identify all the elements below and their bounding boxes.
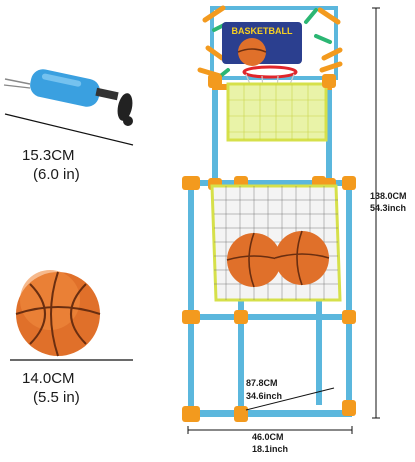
ball-diameter-in: (5.5 in) — [33, 389, 80, 406]
backboard-text: BASKETBALL — [232, 26, 293, 36]
ball-diameter-cm: 14.0CM — [22, 370, 75, 387]
pump-length-in: (6.0 in) — [33, 166, 80, 183]
dimension-lines — [187, 7, 380, 434]
air-pump — [3, 69, 133, 126]
pump-length-cm: 15.3CM — [22, 147, 75, 164]
height-in: 54.3inch — [370, 203, 407, 213]
loose-basketball — [15, 270, 101, 357]
pump-dimension-line — [4, 113, 134, 146]
depth-in: 34.6inch — [246, 391, 283, 401]
basketball-arcade-frame — [182, 5, 356, 422]
height-cm: 138.0CM — [370, 191, 407, 201]
depth-cm: 87.8CM — [246, 378, 278, 388]
width-cm: 46.0CM — [252, 432, 284, 442]
width-in: 18.1inch — [252, 444, 289, 454]
